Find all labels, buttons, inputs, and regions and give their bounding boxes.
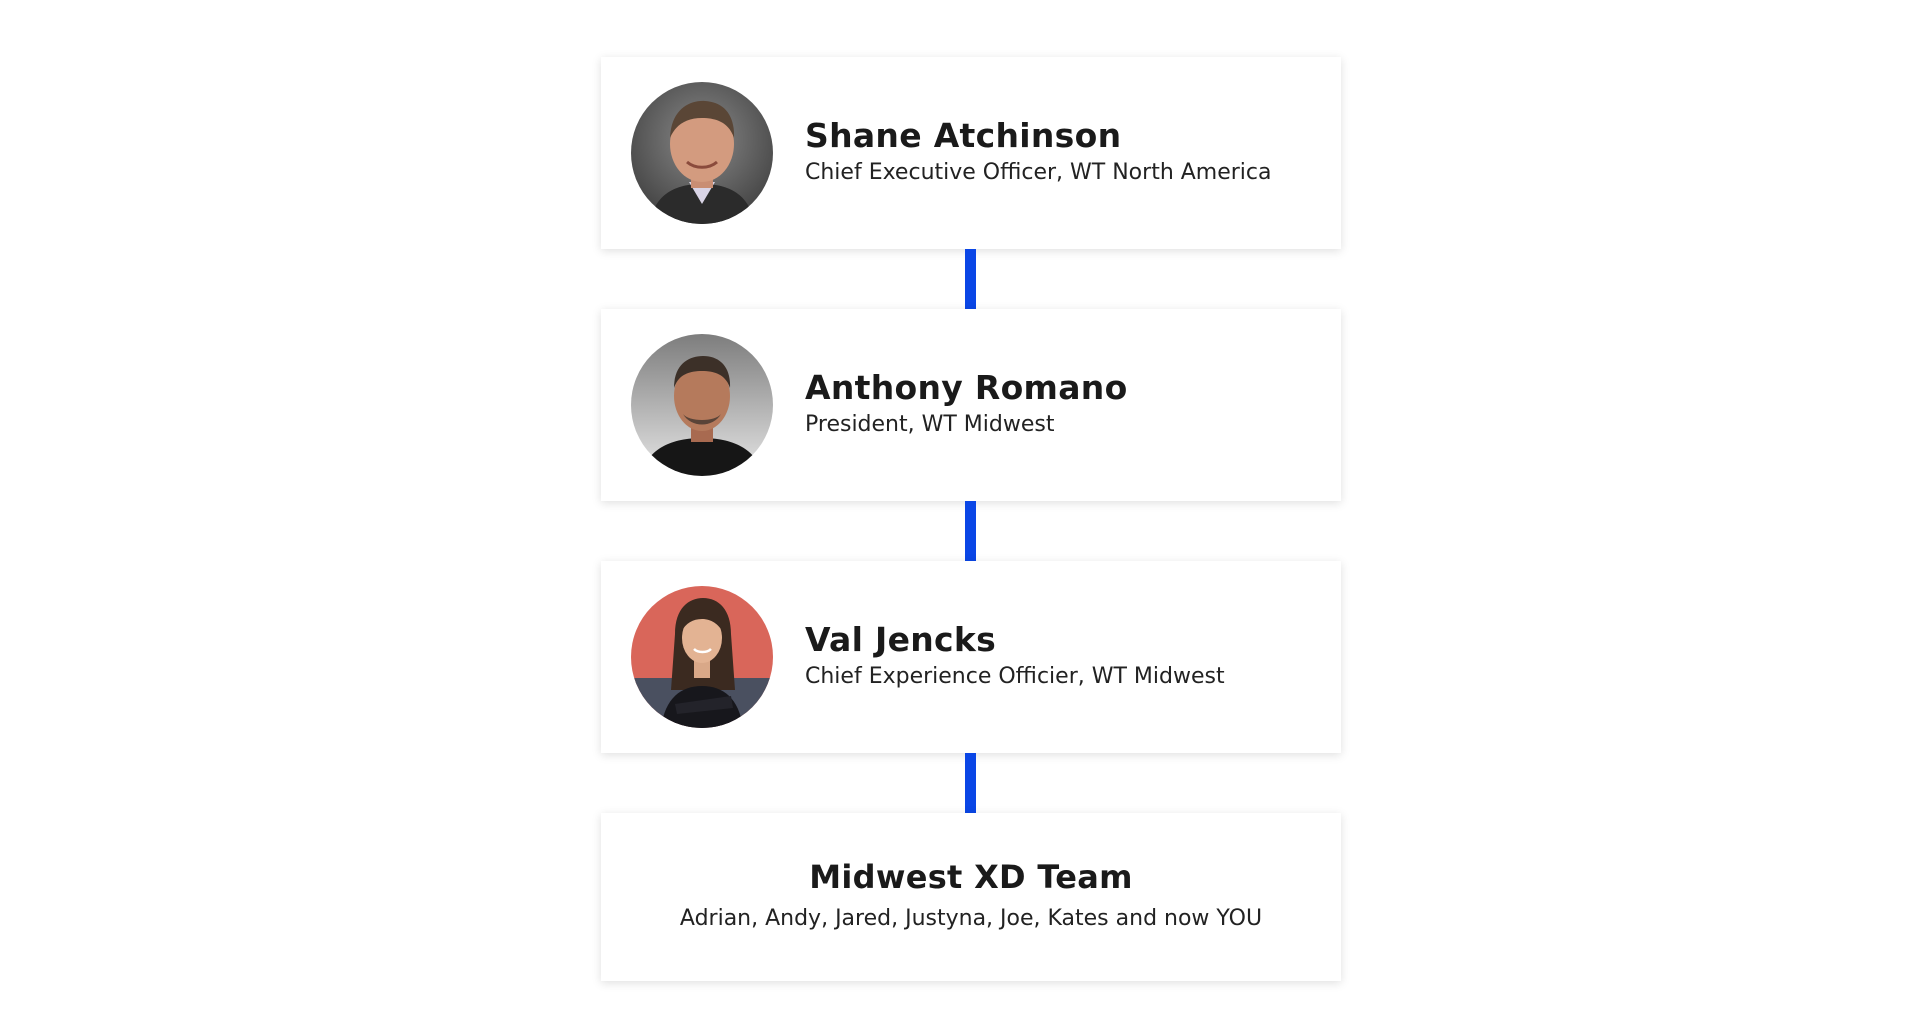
org-card-ceo: Shane Atchinson Chief Executive Officer,…	[601, 57, 1341, 249]
person-photo-icon	[631, 334, 773, 476]
org-card-team: Midwest XD Team Adrian, Andy, Jared, Jus…	[601, 813, 1341, 981]
person-name: Anthony Romano	[805, 368, 1128, 407]
org-card-president: Anthony Romano President, WT Midwest	[601, 309, 1341, 501]
connector-line	[965, 753, 976, 813]
avatar-shane-atchinson	[631, 82, 773, 224]
avatar-anthony-romano	[631, 334, 773, 476]
avatar-val-jencks	[631, 586, 773, 728]
team-members: Adrian, Andy, Jared, Justyna, Joe, Kates…	[679, 906, 1263, 931]
connector-line	[965, 501, 976, 561]
connector-line	[965, 249, 976, 309]
person-photo-icon	[631, 586, 773, 728]
team-name: Midwest XD Team	[809, 858, 1133, 896]
person-title: Chief Experience Officier, WT Midwest	[805, 664, 1225, 689]
person-name: Val Jencks	[805, 620, 997, 659]
person-photo-icon	[631, 82, 773, 224]
person-title: Chief Executive Officer, WT North Americ…	[805, 160, 1272, 185]
person-name: Shane Atchinson	[805, 116, 1122, 155]
org-card-cxo: Val Jencks Chief Experience Officier, WT…	[601, 561, 1341, 753]
person-title: President, WT Midwest	[805, 412, 1055, 437]
